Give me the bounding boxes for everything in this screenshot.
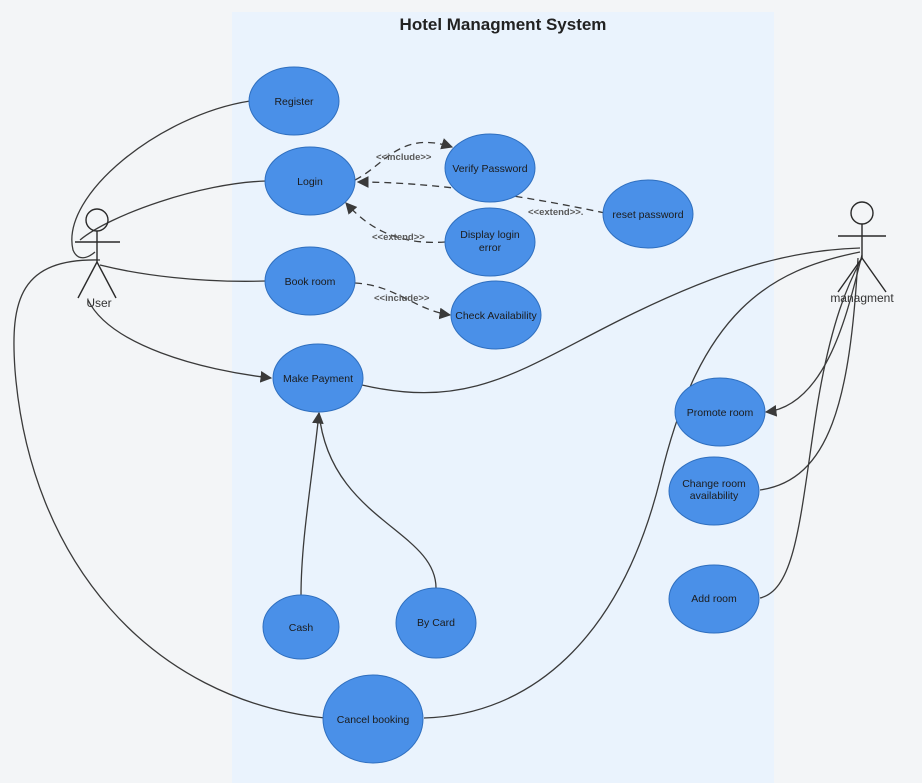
line-cash-make-payment[interactable]: [300, 411, 324, 597]
uc-change-room-availability[interactable]: [668, 456, 760, 526]
line-user-make-payment[interactable]: [87, 299, 273, 383]
line-login-verify-password[interactable]: [354, 138, 454, 181]
use-case-labels: Register Login Verify Password reset pas…: [274, 96, 753, 726]
diagram-title: Hotel Managment System: [400, 15, 607, 34]
actor-management-label: managment: [830, 291, 894, 305]
uc-cancel-booking[interactable]: [322, 674, 424, 764]
line-book-check-availability[interactable]: [354, 282, 452, 320]
uc-login[interactable]: [264, 146, 356, 216]
actor-management-head: [850, 201, 874, 225]
uc-make-payment-label: Make Payment: [283, 373, 353, 385]
include-label-book: <<include>>: [374, 293, 430, 304]
line-change-availability-management[interactable]: [759, 257, 859, 491]
uc-check-availability[interactable]: [450, 280, 542, 350]
actor-user-leg-left: [77, 261, 98, 299]
uc-reset-password[interactable]: [602, 179, 694, 249]
extend-label-reset: <<extend>>.: [528, 207, 583, 218]
uc-add-room-label: Add room: [691, 593, 737, 605]
uc-display-login-error[interactable]: [444, 207, 536, 277]
uc-change-room-availability-label-2: availability: [690, 490, 739, 502]
uc-login-label: Login: [297, 176, 323, 188]
uc-book-room-label: Book room: [285, 276, 336, 288]
uc-make-payment[interactable]: [272, 343, 364, 413]
uc-register[interactable]: [248, 66, 340, 136]
line-user-book-room[interactable]: [99, 264, 267, 282]
uc-cash-label: Cash: [289, 622, 314, 634]
include-label-login: <<include>>: [376, 152, 432, 163]
uc-by-card[interactable]: [395, 587, 477, 659]
line-user-cancel-booking[interactable]: [13, 259, 326, 719]
actor-management-leg-left: [837, 257, 863, 293]
line-cancel-management[interactable]: [423, 251, 861, 719]
actor-user-label: User: [86, 296, 111, 310]
uc-add-room[interactable]: [668, 564, 760, 634]
uc-book-room[interactable]: [264, 246, 356, 316]
line-user-register[interactable]: [71, 100, 251, 259]
uc-register-label: Register: [274, 96, 314, 108]
line-payment-management[interactable]: [361, 247, 861, 394]
uc-verify-password-label: Verify Password: [452, 163, 527, 175]
actor-user-leg-right: [96, 261, 117, 299]
uc-promote-room-label: Promote room: [687, 407, 754, 419]
actor-management-leg-right: [861, 257, 887, 293]
line-bycard-make-payment[interactable]: [318, 412, 437, 589]
uc-display-login-error-label-1: Display login: [460, 229, 520, 241]
extend-label-display-error: <<extend>>: [372, 232, 425, 243]
uc-cash[interactable]: [262, 594, 340, 660]
uc-display-login-error-label-2: error: [479, 242, 502, 254]
uc-change-room-availability-label-1: Change room: [682, 478, 746, 490]
actor-management[interactable]: [837, 201, 887, 293]
association-lines: [13, 100, 863, 719]
uc-check-availability-label: Check Availability: [455, 310, 537, 322]
uc-promote-room[interactable]: [674, 377, 766, 447]
uc-reset-password-label: reset password: [612, 209, 683, 221]
line-display-error-login[interactable]: [345, 202, 446, 244]
uc-cancel-booking-label: Cancel booking: [337, 714, 410, 726]
uc-verify-password[interactable]: [444, 133, 536, 203]
line-add-room-management[interactable]: [759, 257, 863, 599]
uc-by-card-label: By Card: [417, 617, 455, 629]
line-reset-login[interactable]: [356, 176, 606, 214]
use-cases: [248, 66, 766, 764]
dependency-lines: [345, 138, 606, 320]
actor-user[interactable]: [75, 208, 120, 299]
